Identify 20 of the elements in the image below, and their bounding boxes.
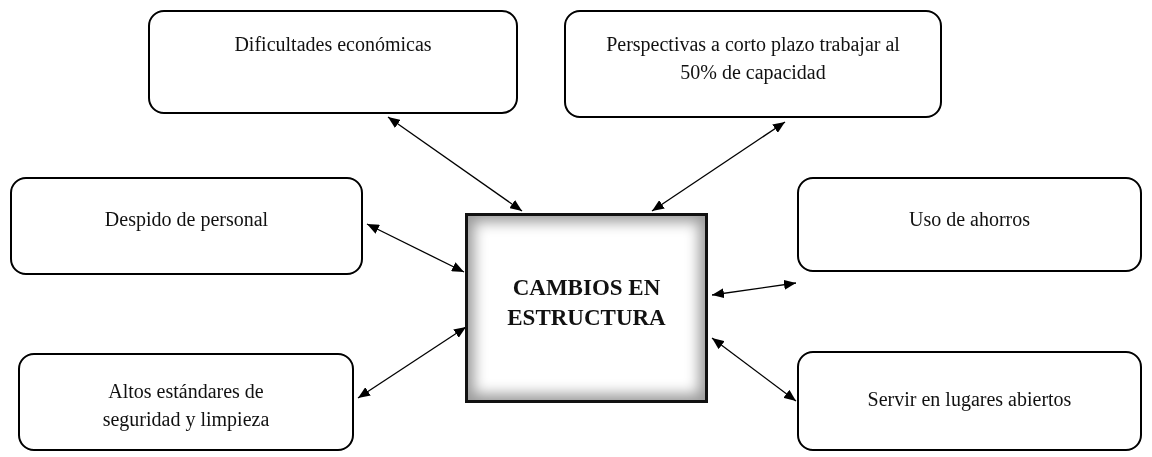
double-arrow <box>711 337 797 402</box>
rounded-box <box>797 177 1142 272</box>
double-arrow <box>651 121 786 212</box>
box-label: Uso de ahorros <box>908 207 1031 232</box>
box-label: Despido de personal <box>104 207 269 233</box>
double-arrow <box>387 116 523 212</box>
central-label: CAMBIOS EN ESTRUCTURA <box>506 274 667 332</box>
box-label: Dificultades económicas <box>234 32 432 57</box>
rounded-box <box>10 177 363 275</box>
rounded-box <box>797 351 1142 451</box>
box-label: Servir en lugares abiertos <box>867 387 1072 413</box>
double-arrow <box>711 279 797 299</box>
rounded-box <box>148 10 518 114</box>
box-label: Altos estándares de seguridad y limpieza <box>101 379 271 433</box>
double-arrow <box>366 223 465 273</box>
rounded-box <box>564 10 942 118</box>
box-label: Perspectivas a corto plazo trabajar al 50% de capacidad <box>605 32 901 86</box>
central-box <box>465 213 708 403</box>
rounded-box <box>18 353 354 451</box>
double-arrow <box>357 326 467 399</box>
